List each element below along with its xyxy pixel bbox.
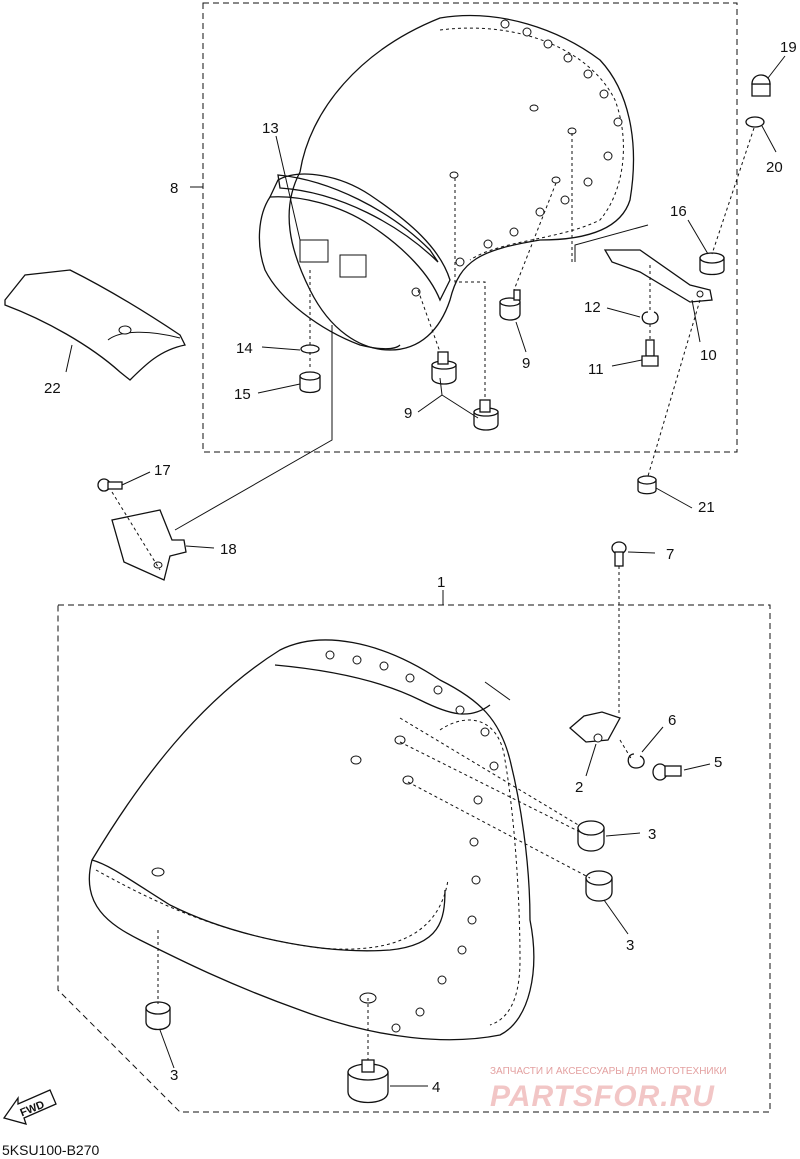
callout-9b: 9 xyxy=(404,405,412,422)
callout-9a: 9 xyxy=(522,355,530,372)
grommet-16 xyxy=(699,252,725,276)
damper-3a xyxy=(577,820,605,852)
bolt-17 xyxy=(97,478,123,492)
callout-18: 18 xyxy=(220,541,237,558)
bolt-5 xyxy=(652,763,682,781)
damper-3c xyxy=(145,1001,171,1031)
bracket-18 xyxy=(111,509,187,581)
callout-16: 16 xyxy=(670,203,687,220)
damper-9b xyxy=(431,351,457,385)
circlip-12 xyxy=(641,311,659,325)
callout-leaders xyxy=(65,55,786,1087)
rear-seat-assembly xyxy=(258,14,635,351)
watermark-tagline: ЗАПЧАСТИ И АКСЕССУАРЫ ДЛЯ МОТОТЕХНИКИ xyxy=(490,1066,727,1077)
callout-6: 6 xyxy=(668,712,676,729)
group-box-lower xyxy=(57,604,771,1113)
nut-21 xyxy=(637,475,657,495)
callout-8: 8 xyxy=(170,180,178,197)
nut-15 xyxy=(299,371,321,394)
callout-21: 21 xyxy=(698,499,715,516)
damper-9c xyxy=(473,399,499,431)
callout-14: 14 xyxy=(236,340,253,357)
callout-17: 17 xyxy=(154,462,171,479)
callout-10: 10 xyxy=(700,347,717,364)
circlip-6 xyxy=(627,753,645,769)
callout-7: 7 xyxy=(666,546,674,563)
group-box-upper xyxy=(202,2,738,453)
screw-7 xyxy=(611,541,627,567)
callout-3c: 3 xyxy=(170,1067,178,1084)
callout-1: 1 xyxy=(437,574,445,591)
callout-11: 11 xyxy=(588,361,604,378)
washer-14 xyxy=(300,344,320,354)
callout-2: 2 xyxy=(575,779,583,796)
watermark-brand: PARTSFOR.RU xyxy=(490,1080,715,1113)
callout-4: 4 xyxy=(432,1079,440,1096)
callout-labels: 1 2 3 3 3 4 5 6 7 8 9 9 10 11 12 13 14 1… xyxy=(44,39,797,1096)
damper-9a xyxy=(499,289,521,321)
seat-cover-22 xyxy=(4,269,186,381)
callout-3b: 3 xyxy=(626,937,634,954)
callout-12: 12 xyxy=(584,299,601,316)
rear-seat-bracket xyxy=(603,249,713,303)
washer-20 xyxy=(745,116,765,128)
cap-nut-19 xyxy=(751,74,771,97)
callout-19: 19 xyxy=(780,39,797,56)
callout-13: 13 xyxy=(262,120,279,137)
callout-5: 5 xyxy=(714,754,722,771)
front-seat-assembly xyxy=(88,639,535,1041)
fwd-arrow-icon: FWD xyxy=(2,1089,57,1125)
bolt-11 xyxy=(641,339,659,367)
damper-3b xyxy=(585,870,613,902)
callout-22: 22 xyxy=(44,380,61,397)
damper-4 xyxy=(347,1059,389,1104)
seat-bracket-2 xyxy=(569,711,621,743)
callout-3a: 3 xyxy=(648,826,656,843)
seat-strap xyxy=(277,174,439,263)
diagram-code: 5KSU100-B270 xyxy=(2,1142,100,1158)
callout-20: 20 xyxy=(766,159,783,176)
callout-15: 15 xyxy=(234,386,251,403)
